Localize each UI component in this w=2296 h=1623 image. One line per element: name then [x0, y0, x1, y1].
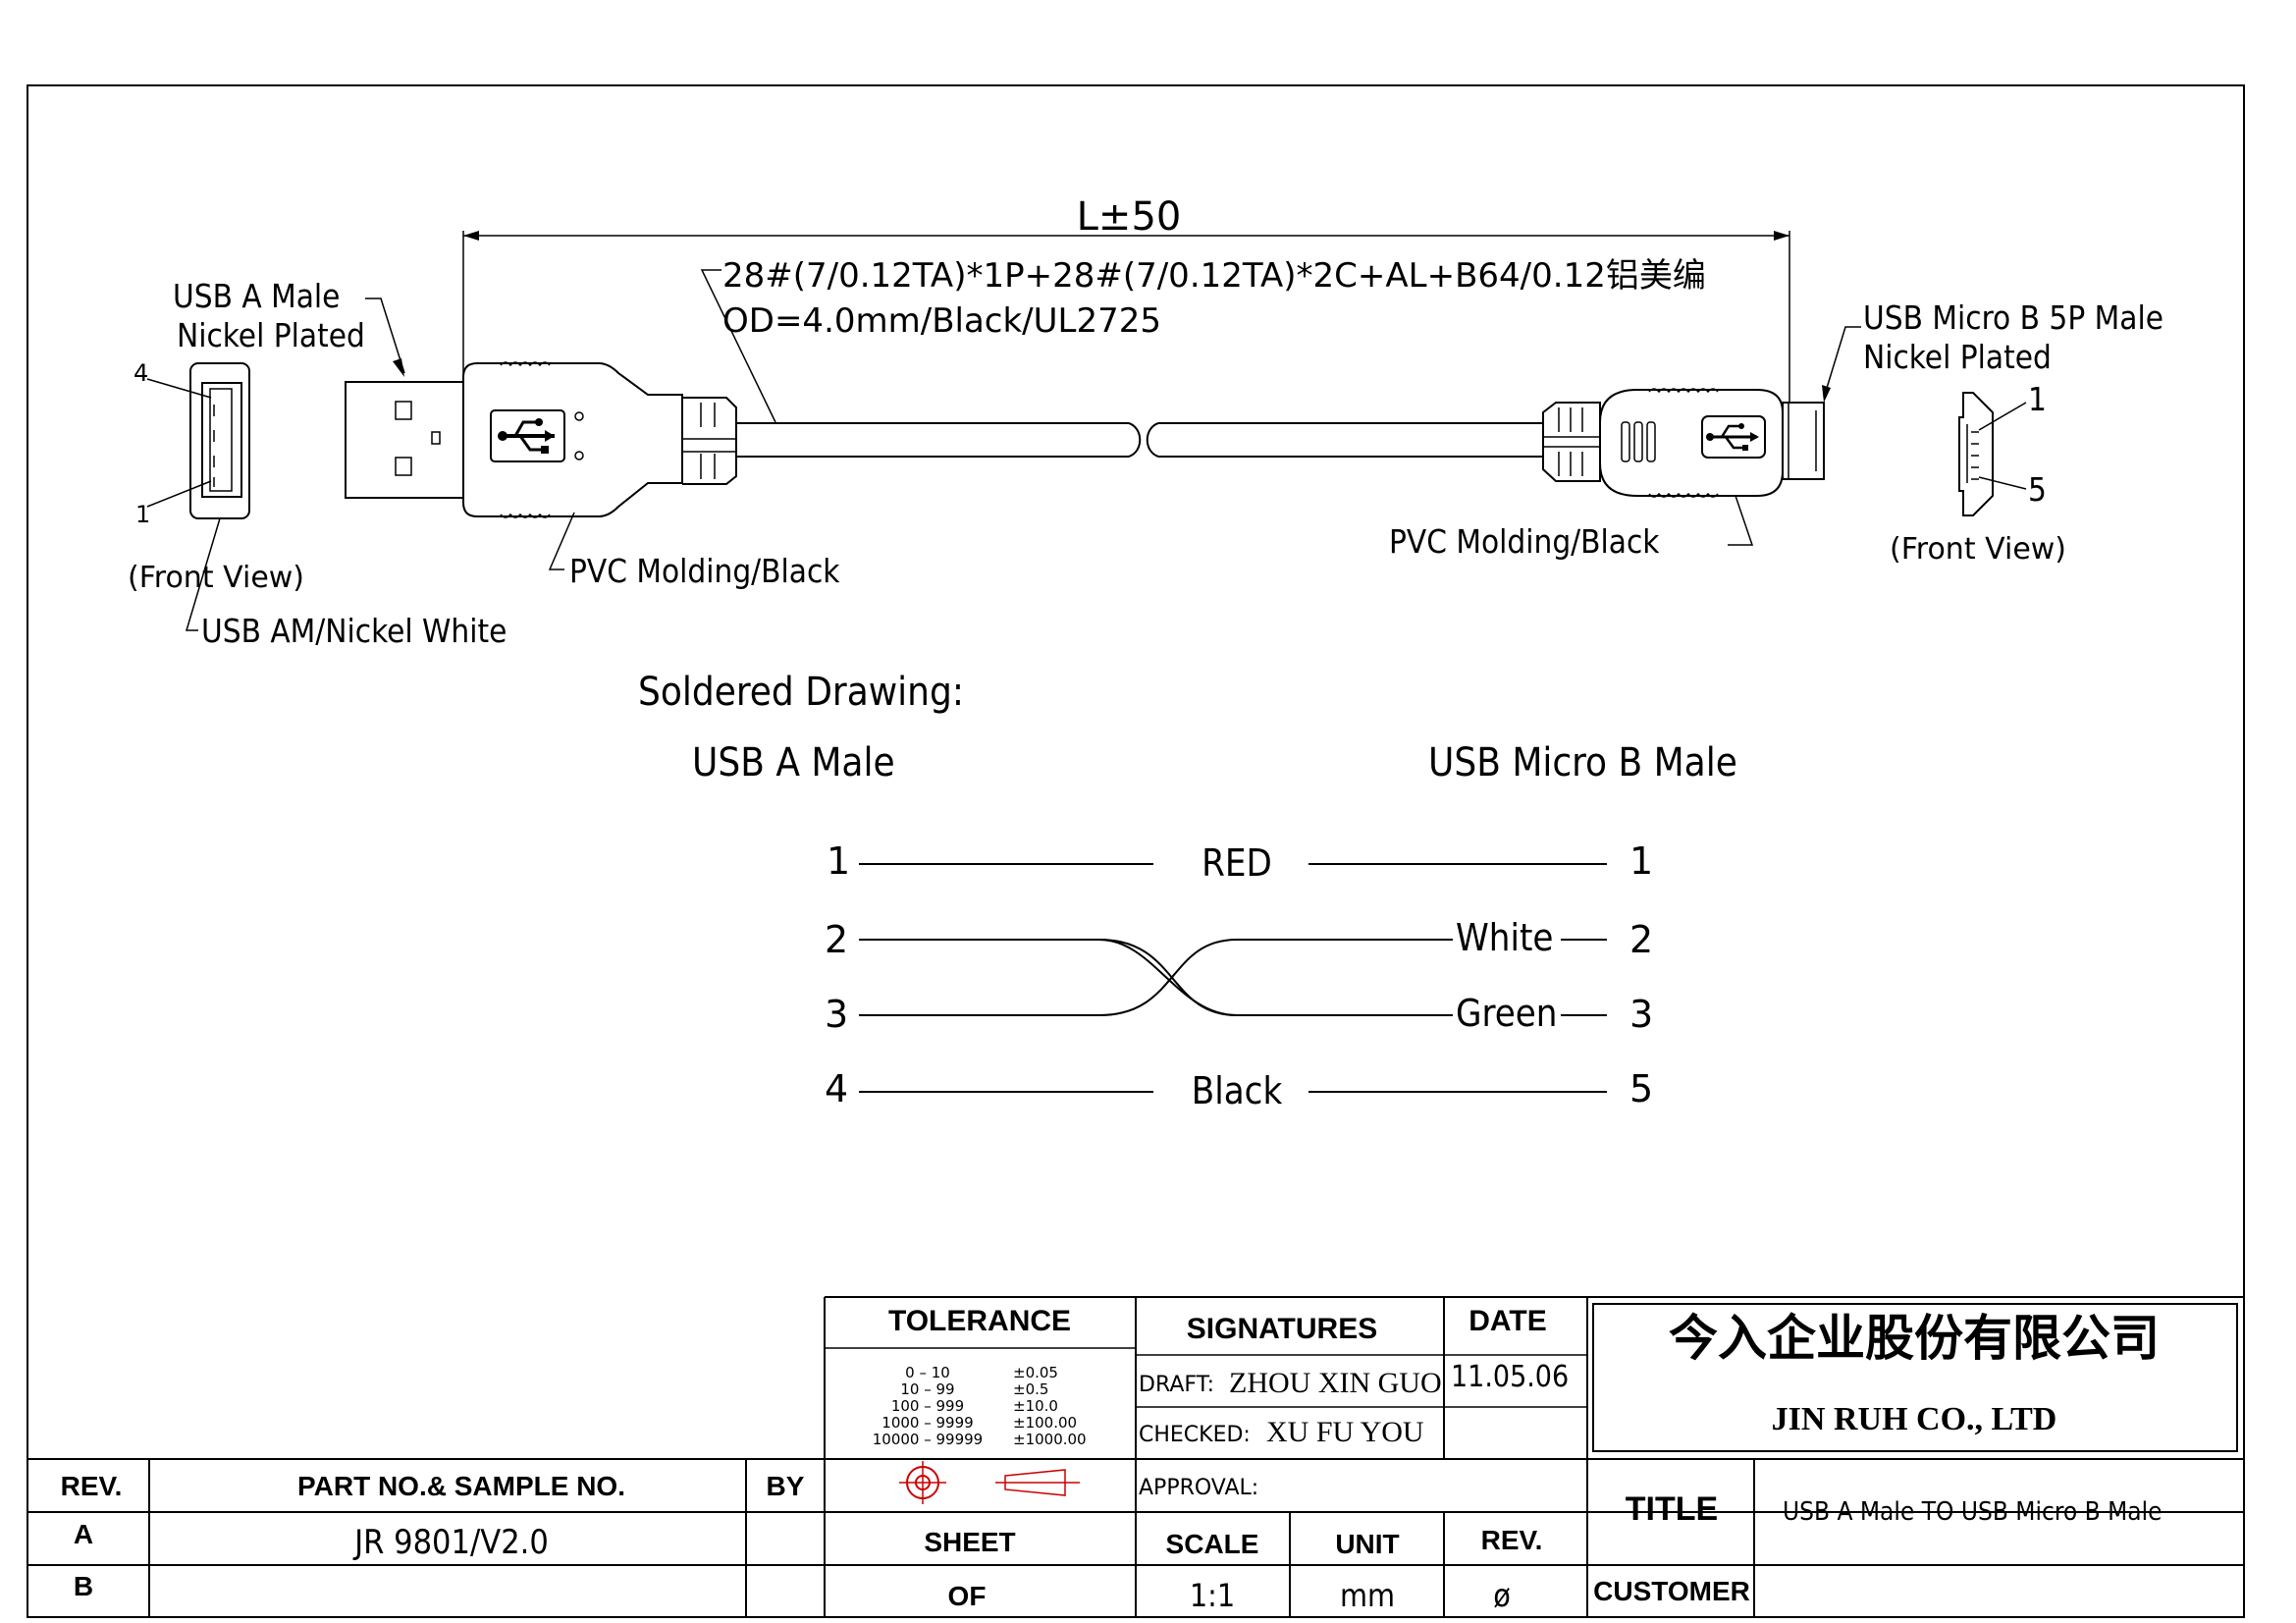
checked-label: CHECKED: — [1139, 1423, 1251, 1447]
cable-spec-line1: 28#(7/0.12TA)*1P+28#(7/0.12TA)*2C+AL+B64… — [722, 256, 1706, 296]
tolerance-range-4: 1000 – 9999 — [881, 1414, 973, 1432]
rev-a: A — [74, 1519, 93, 1549]
usb-a-connector — [345, 361, 737, 518]
usb-micro-front-view: 1 5 (Front View) — [1890, 380, 2066, 567]
approval-label: APPROVAL: — [1139, 1476, 1258, 1500]
wire-2-right-pin: 2 — [1629, 918, 1653, 961]
tolerance-value-1: ±0.05 — [1013, 1364, 1058, 1381]
rev-value: ø — [1493, 1577, 1511, 1614]
usb-micro-front-view-label: (Front View) — [1890, 532, 2066, 567]
tolerance-header: TOLERANCE — [888, 1305, 1071, 1337]
usb-a-title: USB A Male — [173, 277, 340, 315]
wire-4-color: Black — [1192, 1069, 1283, 1112]
usb-micro-molding-label: PVC Molding/Black — [1389, 522, 1660, 561]
title-label: TITLE — [1626, 1490, 1718, 1528]
rev-b: B — [74, 1571, 93, 1601]
company-name-cn: 今入企业股份有限公司 — [1669, 1311, 2160, 1366]
wire-1-color: RED — [1201, 841, 1272, 885]
projection-symbol-icon — [899, 1461, 1080, 1504]
date-header: DATE — [1468, 1305, 1546, 1337]
tolerance-range-1: 0 – 10 — [905, 1364, 950, 1381]
tolerance-value-5: ±1000.00 — [1013, 1431, 1087, 1448]
customer-label: CUSTOMER — [1593, 1576, 1750, 1606]
length-dimension: L±50 — [462, 194, 1790, 429]
cable — [736, 422, 1543, 458]
title-value: USB A Male TO USB Micro B Male — [1783, 1497, 2163, 1527]
wire-2-color: White — [1456, 916, 1553, 959]
soldered-drawing: Soldered Drawing: USB A Male USB Micro B… — [638, 670, 1737, 1112]
usb-logo-icon — [1706, 423, 1759, 451]
wire-1-left-pin: 1 — [827, 839, 850, 883]
length-label: L±50 — [1077, 194, 1182, 240]
usb-a-front-view-label: (Front View) — [128, 561, 304, 595]
wire-3-color: Green — [1456, 992, 1557, 1035]
scale-label: SCALE — [1166, 1529, 1259, 1559]
tolerance-range-3: 100 – 999 — [891, 1397, 964, 1415]
company-name-en: JIN RUH CO., LTD — [1772, 1401, 2057, 1437]
rev-header: REV. — [61, 1471, 123, 1501]
signatures-header: SIGNATURES — [1187, 1313, 1377, 1345]
soldered-left-label: USB A Male — [692, 740, 895, 785]
tolerance-value-4: ±100.00 — [1013, 1414, 1077, 1432]
usb-logo-icon — [498, 418, 555, 454]
wire-4-right-pin: 5 — [1629, 1067, 1653, 1110]
usb-a-front-view: 4 1 (Front View) USB AM/Nickel White — [128, 359, 507, 650]
tolerance-range-2: 10 – 99 — [900, 1380, 954, 1398]
scale-value: 1:1 — [1190, 1577, 1235, 1614]
draft-label: DRAFT: — [1139, 1373, 1214, 1397]
usb-a-molding-label: PVC Molding/Black — [569, 552, 840, 590]
wire-2-left-pin: 2 — [825, 918, 848, 961]
usb-a-pin-1: 1 — [135, 501, 150, 528]
unit-value: mm — [1340, 1577, 1395, 1614]
part-number: JR 9801/V2.0 — [352, 1523, 549, 1562]
usb-micro-pin-5: 5 — [2028, 470, 2047, 509]
soldered-right-label: USB Micro B Male — [1428, 740, 1737, 785]
usb-micro-b-connector — [1542, 388, 1825, 498]
by-header: BY — [767, 1471, 805, 1501]
usb-a-plating: Nickel Plated — [177, 316, 365, 354]
wire-3-left-pin: 3 — [825, 993, 848, 1036]
draft-date: 11.05.06 — [1451, 1360, 1569, 1394]
cable-spec-line2: OD=4.0mm/Black/UL2725 — [722, 301, 1161, 341]
checked-name: XU FU YOU — [1266, 1416, 1424, 1448]
usb-a-shell-label: USB AM/Nickel White — [201, 612, 507, 650]
wire-4-left-pin: 4 — [825, 1067, 848, 1110]
usb-micro-plating: Nickel Plated — [1863, 338, 2052, 376]
title-block: TOLERANCE 0 – 10 ±0.05 10 – 99 ±0.5 100 … — [27, 1296, 2244, 1617]
sheet-label: SHEET — [924, 1527, 1015, 1557]
usb-micro-pin-1: 1 — [2028, 380, 2047, 418]
of-label: OF — [948, 1581, 987, 1611]
wire-3-right-pin: 3 — [1629, 993, 1653, 1036]
tolerance-value-2: ±0.5 — [1013, 1380, 1048, 1398]
part-no-header: PART NO.& SAMPLE NO. — [297, 1471, 625, 1501]
tolerance-range-5: 10000 – 99999 — [873, 1431, 983, 1448]
wire-1-right-pin: 1 — [1629, 839, 1653, 883]
usb-micro-title: USB Micro B 5P Male — [1863, 298, 2163, 337]
cable-spec: 28#(7/0.12TA)*1P+28#(7/0.12TA)*2C+AL+B64… — [700, 256, 1706, 423]
tolerance-value-3: ±10.0 — [1013, 1397, 1058, 1415]
rev-label-2: REV. — [1481, 1525, 1543, 1555]
unit-label: UNIT — [1335, 1529, 1399, 1559]
usb-a-pin-4: 4 — [133, 359, 148, 387]
draft-name: ZHOU XIN GUO — [1229, 1367, 1442, 1399]
soldered-heading: Soldered Drawing: — [638, 670, 964, 715]
